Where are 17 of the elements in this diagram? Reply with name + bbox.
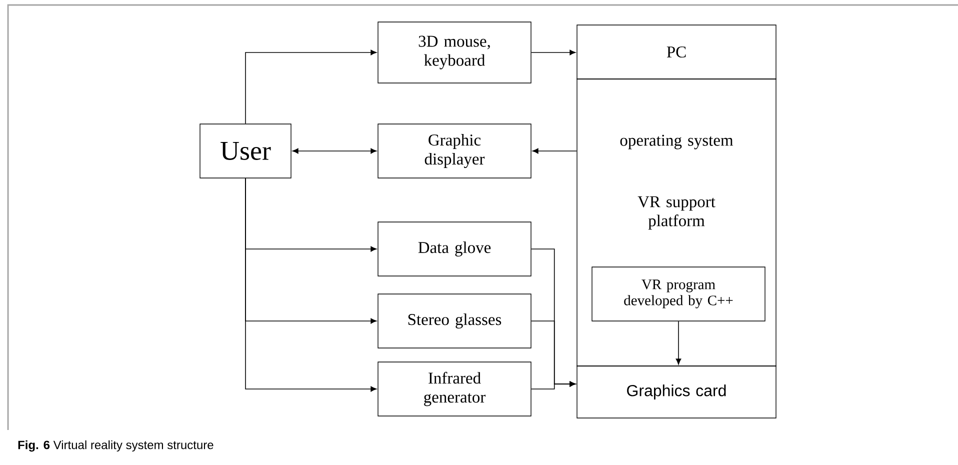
program-box: VR program developed by C++ xyxy=(592,266,766,322)
arrow xyxy=(532,148,578,154)
arrow xyxy=(245,50,377,124)
pc-cell: PC xyxy=(576,24,776,80)
arrow xyxy=(245,178,377,392)
device-box: 3D mouse, keyboard xyxy=(378,22,532,84)
arrow xyxy=(676,320,682,365)
graphics-card-cell: Graphics card xyxy=(576,366,776,418)
arrow xyxy=(530,381,576,390)
device-box: Data glove xyxy=(378,222,532,276)
user-box: User xyxy=(200,124,292,178)
device-box: Stereo glasses xyxy=(378,294,532,348)
device-box: Graphic displayer xyxy=(378,124,532,178)
arrow xyxy=(530,50,576,56)
device-box: Infrared generator xyxy=(378,362,532,416)
caption: Fig. 6 Virtual reality system structure xyxy=(18,440,214,452)
arrow xyxy=(292,148,377,154)
